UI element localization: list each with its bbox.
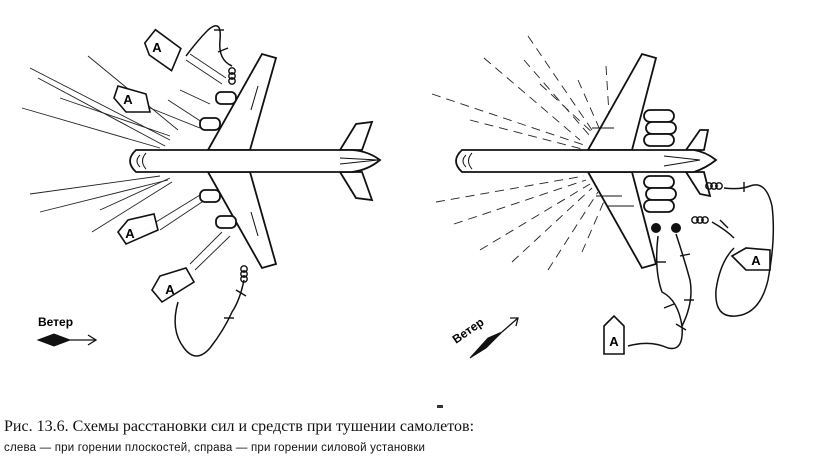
svg-text:A: A bbox=[165, 282, 175, 297]
left-hose-lines bbox=[174, 25, 245, 357]
left-scheme: A A A A Ветер bbox=[21, 25, 382, 357]
left-wind-indicator: Ветер bbox=[36, 315, 98, 347]
left-fire-truck-3: A bbox=[117, 213, 159, 246]
left-nozzle-lower bbox=[240, 265, 248, 283]
right-hose-ticks bbox=[656, 182, 745, 331]
right-fire-truck-1: A bbox=[603, 314, 625, 355]
left-wind-label: Ветер bbox=[38, 315, 73, 329]
right-nozzle-2 bbox=[671, 223, 681, 233]
right-nozzle-1 bbox=[651, 223, 661, 233]
svg-text:A: A bbox=[152, 40, 162, 55]
left-nozzle-upper bbox=[228, 67, 236, 85]
svg-text:A: A bbox=[751, 253, 761, 268]
figure-caption: Рис. 13.6. Схемы расстановки сил и средс… bbox=[4, 418, 475, 435]
left-hose-ticks bbox=[214, 29, 247, 319]
svg-text:A: A bbox=[123, 92, 133, 107]
right-burning-engines bbox=[643, 109, 677, 213]
left-aircraft bbox=[129, 52, 382, 270]
left-fire-truck-1: A bbox=[143, 28, 182, 72]
right-nozzle-3 bbox=[691, 216, 709, 224]
left-fire-truck-4: A bbox=[151, 267, 196, 304]
figure-caption-legend: слева — при горении плоскостей, справа —… bbox=[4, 442, 426, 454]
right-dashed-spray bbox=[431, 35, 611, 271]
print-mark bbox=[437, 405, 443, 408]
left-fire-truck-2: A bbox=[113, 85, 151, 113]
right-fire-truck-2: A bbox=[730, 247, 771, 271]
right-wind-label: Ветер bbox=[450, 315, 487, 347]
svg-text:A: A bbox=[125, 226, 135, 241]
right-scheme: A A Ветер bbox=[431, 35, 775, 359]
right-aircraft bbox=[455, 52, 718, 270]
firefighting-scheme-diagram: A A A A Ветер bbox=[21, 25, 775, 359]
right-hose-lines bbox=[627, 184, 775, 350]
right-wind-indicator: Ветер bbox=[450, 315, 519, 359]
svg-text:A: A bbox=[609, 334, 619, 349]
